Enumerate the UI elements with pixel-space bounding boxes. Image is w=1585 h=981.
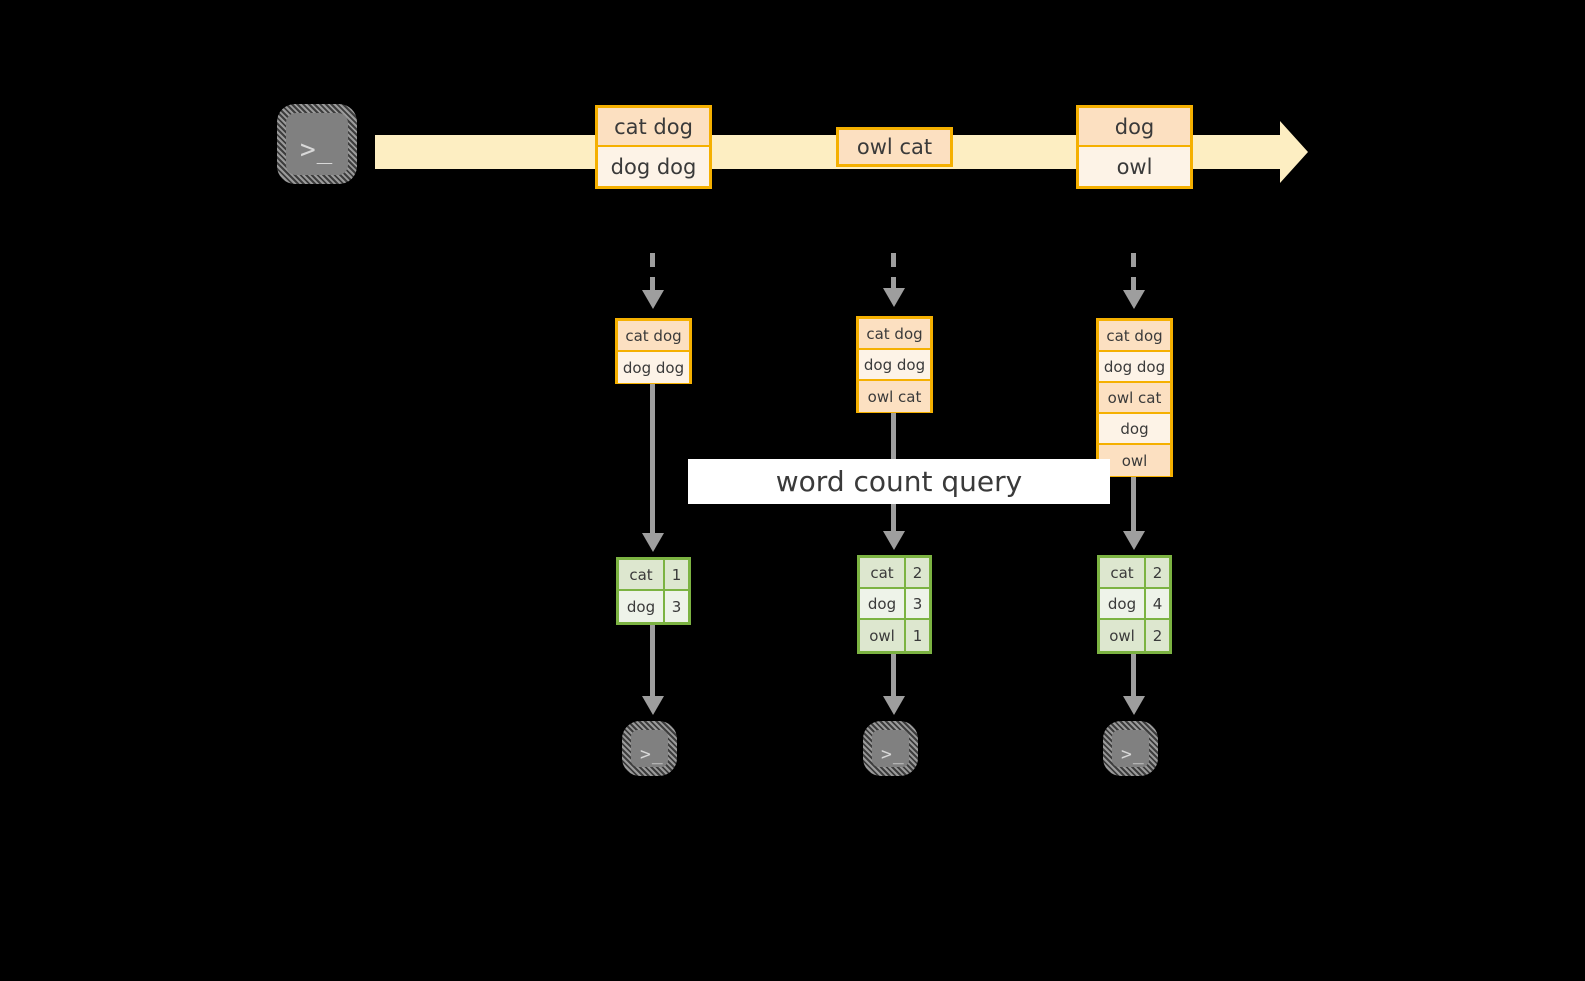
snapshot-1-query-connector	[650, 384, 655, 539]
result-count: 2	[1152, 626, 1163, 645]
stream-group-2[interactable]: owl cat	[836, 127, 953, 167]
snapshot-2-query-connector-arrow	[883, 531, 905, 550]
result-row: cat 2	[1100, 558, 1169, 589]
snapshot-2-result-table[interactable]: cat 2 dog 3 owl 1	[857, 555, 932, 654]
terminal-body	[631, 730, 668, 767]
snapshot-3-stream-connector-arrow	[1123, 290, 1145, 309]
snapshot-record: cat dog	[1099, 321, 1170, 352]
snapshot-3-stream-connector	[1131, 253, 1136, 295]
result-row: dog 3	[860, 589, 929, 620]
source-terminal-icon[interactable]: >_	[277, 104, 357, 184]
snapshot-record: dog dog	[859, 350, 930, 381]
result-word: cat	[619, 560, 665, 589]
result-word: owl	[860, 620, 906, 651]
result-row: owl 2	[1100, 620, 1169, 651]
snapshot-3-query-connector	[1131, 477, 1136, 537]
terminal-prompt-glyph: >_	[1121, 744, 1145, 765]
snapshot-2-stream-connector-arrow	[883, 288, 905, 307]
stream-record: owl	[1079, 147, 1190, 186]
result-word: owl	[1100, 620, 1146, 651]
result-row: cat 2	[860, 558, 929, 589]
stream-record: dog dog	[598, 147, 709, 186]
result-count: 2	[912, 563, 923, 582]
snapshot-record: dog dog	[618, 352, 689, 383]
terminal-prompt-glyph: >_	[640, 744, 664, 765]
result-row: dog 3	[619, 591, 688, 622]
result-count: 1	[912, 626, 923, 645]
snapshot-record: owl	[1099, 445, 1170, 476]
stream-arrow-head-icon	[1280, 121, 1308, 183]
snapshot-3-sink-connector	[1131, 654, 1136, 702]
snapshot-2-input-stack[interactable]: cat dog dog dog owl cat	[856, 316, 933, 413]
stream-record: owl cat	[839, 130, 950, 164]
snapshot-record: cat dog	[859, 319, 930, 350]
result-count: 4	[1152, 594, 1163, 613]
snapshot-1-query-connector-arrow	[642, 533, 664, 552]
result-count: 2	[1152, 563, 1163, 582]
snapshot-2-sink-terminal-icon[interactable]: >_	[863, 721, 918, 776]
result-count: 1	[671, 565, 682, 584]
snapshot-3-result-table[interactable]: cat 2 dog 4 owl 2	[1097, 555, 1172, 654]
stream-group-3[interactable]: dog owl	[1076, 105, 1193, 189]
terminal-prompt-glyph: >_	[881, 744, 905, 765]
snapshot-record: dog	[1099, 414, 1170, 445]
snapshot-record: dog dog	[1099, 352, 1170, 383]
snapshot-3-sink-terminal-icon[interactable]: >_	[1103, 721, 1158, 776]
snapshot-3-input-stack[interactable]: cat dog dog dog owl cat dog owl	[1096, 318, 1173, 477]
snapshot-1-stream-connector	[650, 253, 655, 295]
result-count: 3	[671, 597, 682, 616]
result-word: cat	[1100, 558, 1146, 587]
snapshot-3-query-connector-arrow	[1123, 531, 1145, 550]
result-row: owl 1	[860, 620, 929, 651]
result-word: cat	[860, 558, 906, 587]
snapshot-1-result-table[interactable]: cat 1 dog 3	[616, 557, 691, 625]
snapshot-1-stream-connector-arrow	[642, 290, 664, 309]
result-word: dog	[619, 591, 665, 622]
stream-record: cat dog	[598, 108, 709, 147]
terminal-body	[1112, 730, 1149, 767]
terminal-body	[286, 113, 348, 175]
terminal-body	[872, 730, 909, 767]
terminal-prompt-glyph: >_	[300, 135, 334, 165]
snapshot-1-input-stack[interactable]: cat dog dog dog	[615, 318, 692, 384]
snapshot-1-sink-terminal-icon[interactable]: >_	[622, 721, 677, 776]
snapshot-1-sink-connector	[650, 625, 655, 702]
snapshot-record: owl cat	[1099, 383, 1170, 414]
snapshot-3-sink-connector-arrow	[1123, 696, 1145, 715]
query-label: word count query	[688, 459, 1110, 504]
result-word: dog	[1100, 589, 1146, 618]
snapshot-record: owl cat	[859, 381, 930, 412]
result-row: cat 1	[619, 560, 688, 591]
result-word: dog	[860, 589, 906, 618]
snapshot-1-sink-connector-arrow	[642, 696, 664, 715]
snapshot-record: cat dog	[618, 321, 689, 352]
result-count: 3	[912, 594, 923, 613]
snapshot-2-sink-connector-arrow	[883, 696, 905, 715]
snapshot-2-sink-connector	[891, 654, 896, 702]
stream-record: dog	[1079, 108, 1190, 147]
result-row: dog 4	[1100, 589, 1169, 620]
stream-group-1[interactable]: cat dog dog dog	[595, 105, 712, 189]
snapshot-2-stream-connector	[891, 253, 896, 293]
